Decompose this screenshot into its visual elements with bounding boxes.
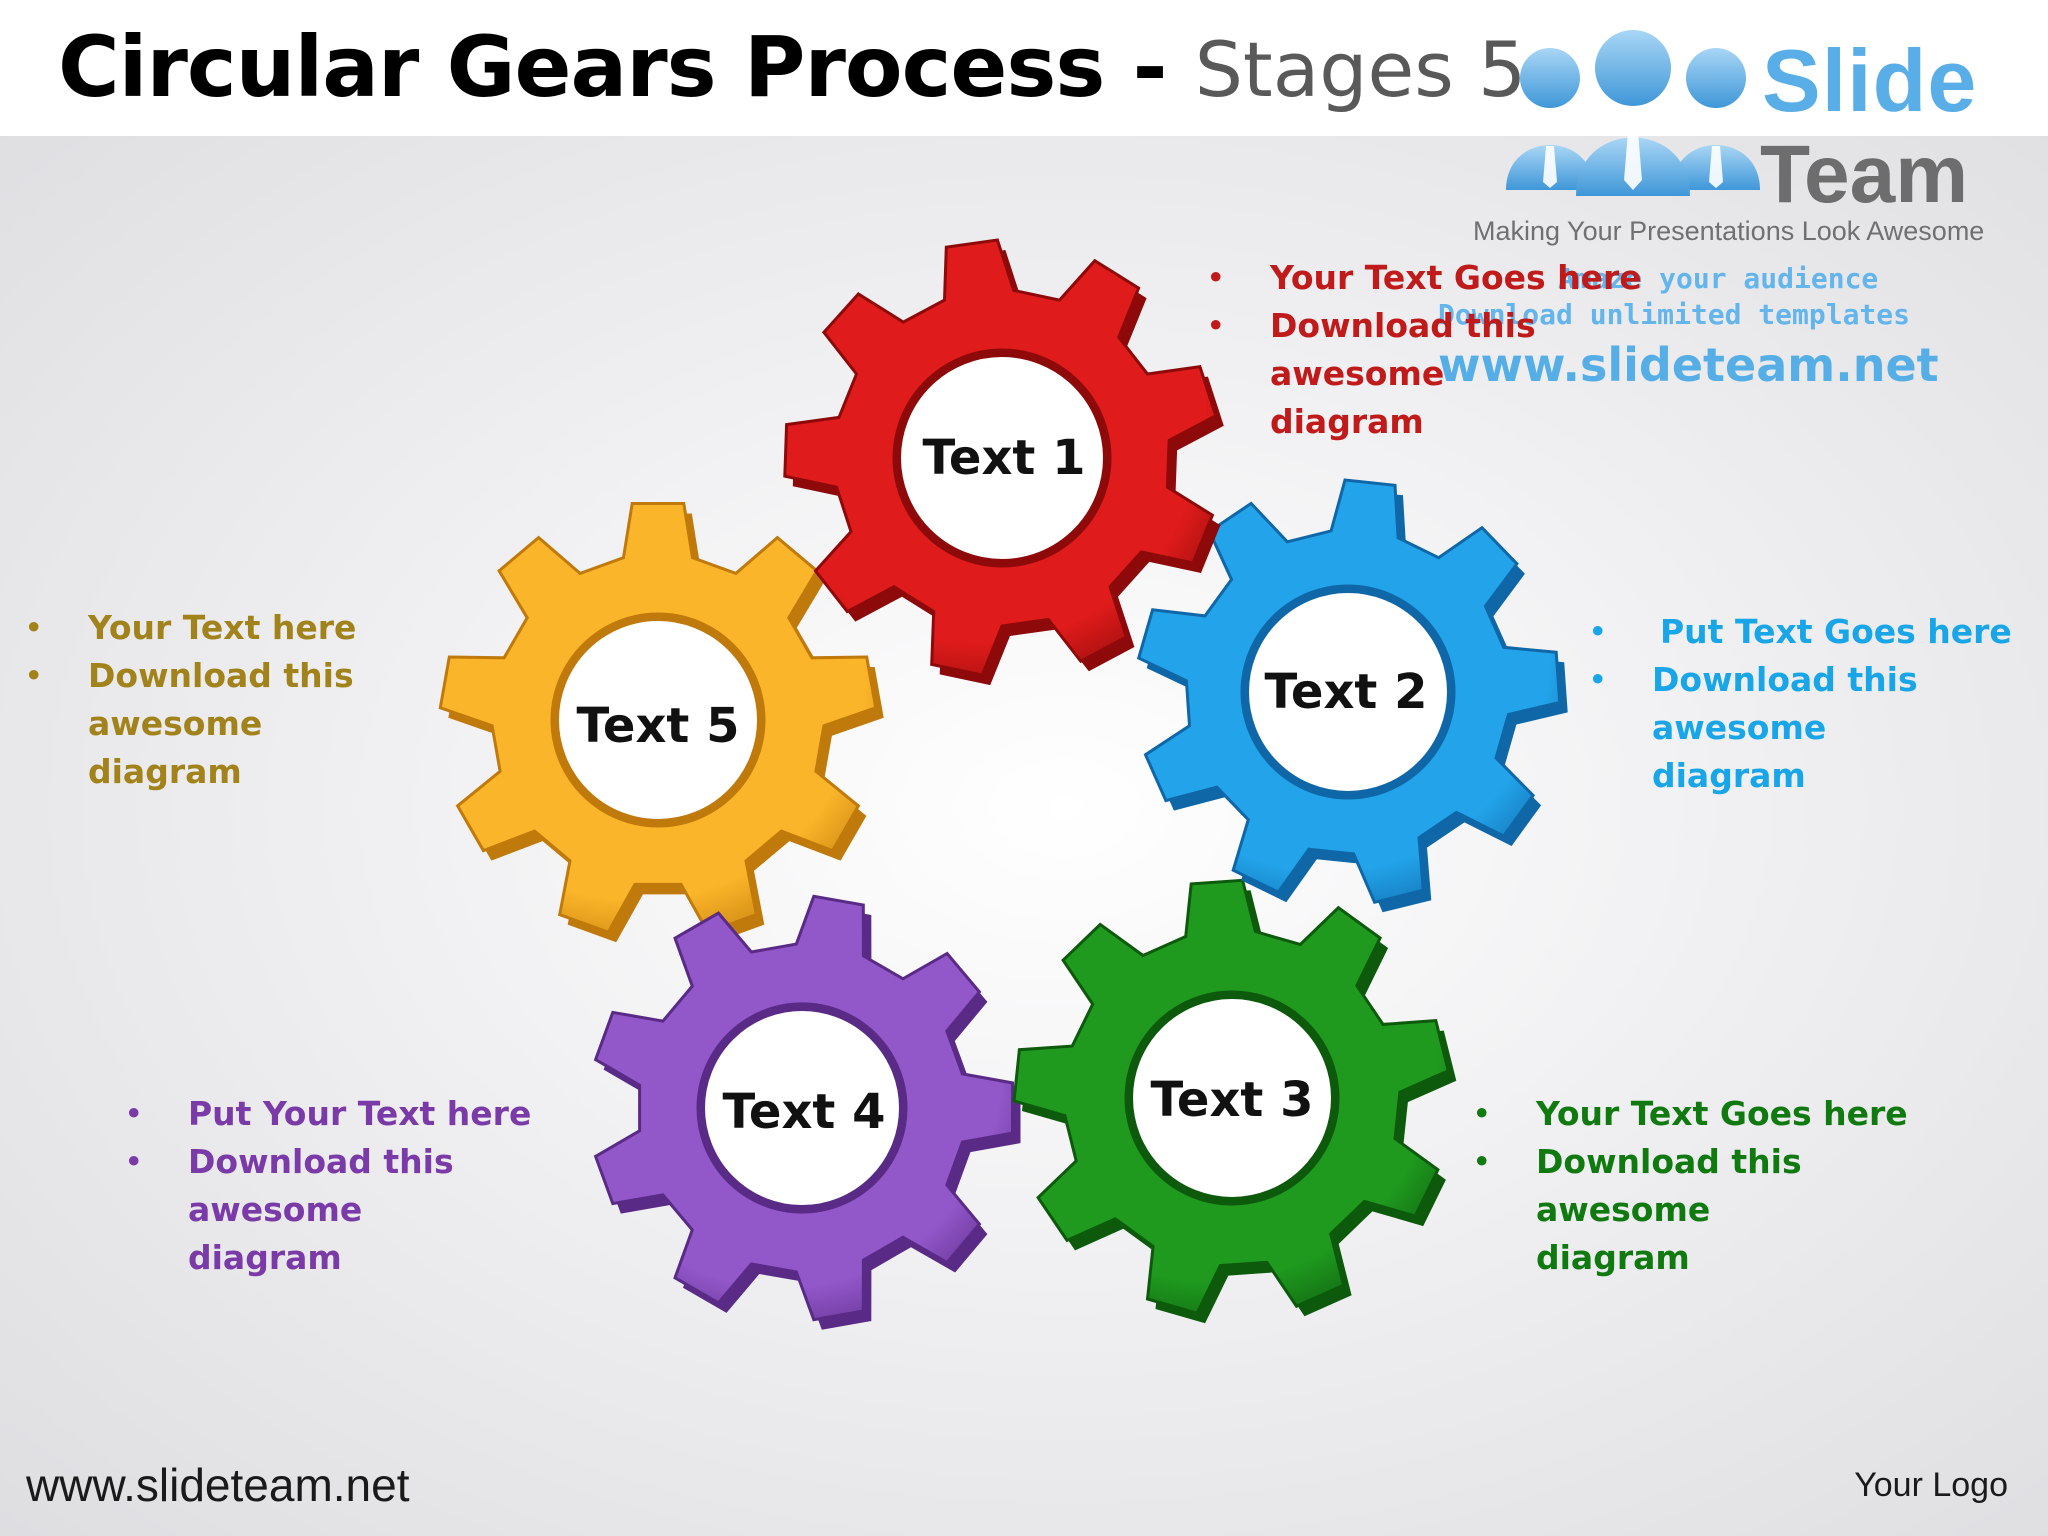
gear-3: Text 3	[1012, 878, 1457, 1324]
callout-2: Put Text Goes here Download this awesome…	[1588, 608, 2012, 800]
gear-3-hub	[1127, 993, 1337, 1203]
gear-2-label: Text 2	[1265, 664, 1428, 720]
title-sub: Stages 5	[1194, 25, 1527, 114]
callout-4-item-2: Download this awesome diagram	[124, 1138, 508, 1282]
gear-1-hub	[895, 351, 1109, 565]
callout-1-item-2: Download this awesome diagram	[1206, 302, 1570, 446]
title-main: Circular Gears Process -	[58, 18, 1195, 116]
gear-2-body	[1136, 478, 1562, 905]
callout-4-item-2-text: Download this awesome diagram	[188, 1142, 454, 1277]
callout-2-item-1-text: Put Text Goes here	[1660, 612, 2012, 651]
callout-5-item-1: Your Text here	[24, 604, 408, 652]
callout-5-item-2-text: Download this awesome diagram	[88, 656, 354, 791]
callout-2-item-1: Put Text Goes here	[1588, 608, 2012, 656]
gear-1-body	[783, 238, 1218, 677]
slideteam-logo: Slide Team Making Your Presentations Loo…	[1438, 20, 2030, 392]
logo-tagline: Making Your Presentations Look Awesome	[1473, 216, 1985, 246]
callout-5: Your Text here Download this awesome dia…	[24, 604, 408, 796]
gear-2: Text 2	[1136, 478, 1568, 913]
gear-1: Text 1	[783, 238, 1224, 686]
gear-5: Text 5	[438, 502, 884, 943]
footer-url[interactable]: www.slideteam.net	[26, 1459, 410, 1511]
logo-slide-text: Slide	[1762, 31, 1978, 130]
gear-2-hub	[1243, 587, 1453, 797]
callout-1: Your Text Goes here Download this awesom…	[1206, 254, 1642, 446]
footer-logo-placeholder: Your Logo	[1854, 1466, 2008, 1504]
callout-3-item-2-text: Download this awesome diagram	[1536, 1142, 1802, 1277]
callout-4: Put Your Text here Download this awesome…	[124, 1090, 531, 1282]
slide-title: Circular Gears Process - Stages 5	[58, 18, 1526, 116]
gear-4: Text 4	[593, 894, 1021, 1330]
callout-2-item-2-text: Download this awesome diagram	[1652, 660, 1918, 795]
callout-5-item-2: Download this awesome diagram	[24, 652, 408, 796]
gear-3-body	[1012, 878, 1451, 1315]
gear-5-hub	[553, 615, 763, 825]
callout-1-item-2-text: Download this awesome diagram	[1270, 306, 1536, 441]
gear-5-label: Text 5	[577, 698, 740, 754]
gear-4-hub	[699, 1005, 905, 1211]
gear-4-body	[593, 894, 1014, 1322]
callout-1-item-1: Your Text Goes here	[1206, 254, 1642, 302]
callout-3: Your Text Goes here Download this awesom…	[1472, 1090, 1908, 1282]
people-icon	[1506, 30, 1760, 196]
gear-3-label: Text 3	[1151, 1072, 1314, 1128]
logo-team-text: Team	[1760, 129, 1969, 220]
gear-1-label: Text 1	[923, 430, 1086, 486]
gear-4-label: Text 4	[723, 1084, 886, 1140]
callout-3-item-2: Download this awesome diagram	[1472, 1138, 1856, 1282]
callout-2-item-2: Download this awesome diagram	[1588, 656, 1972, 800]
callout-4-item-1: Put Your Text here	[124, 1090, 531, 1138]
callout-3-item-1: Your Text Goes here	[1472, 1090, 1908, 1138]
